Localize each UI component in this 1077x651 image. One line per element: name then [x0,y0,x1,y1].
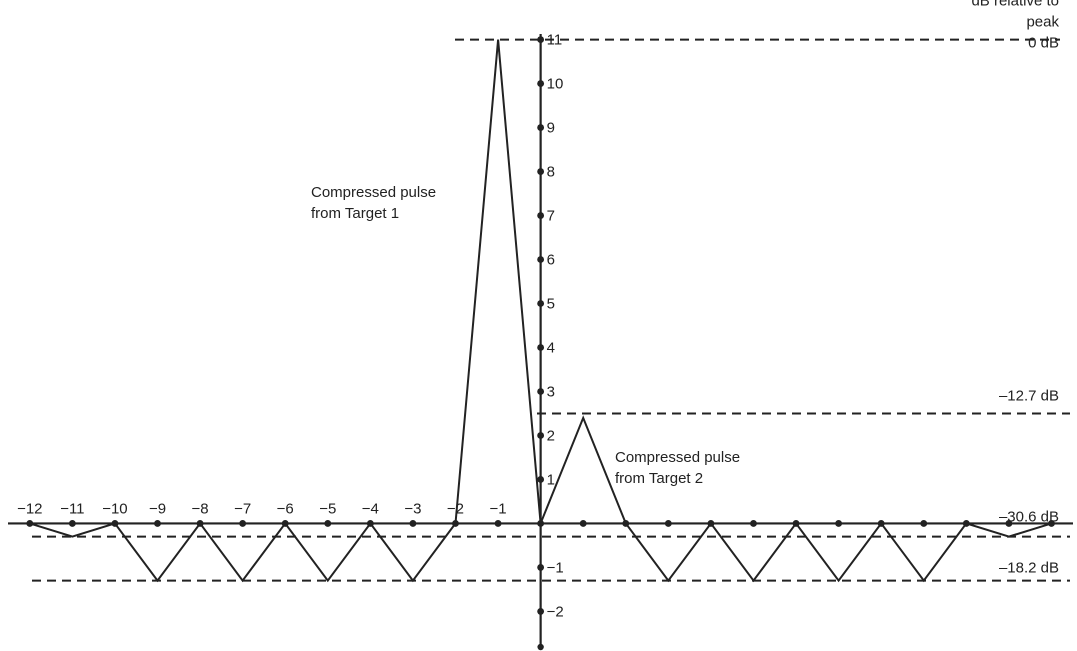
y-tick-label: 4 [547,339,555,356]
y-tick-label: −2 [547,603,564,620]
x-tick-label: −7 [234,500,251,517]
reference-lines [32,38,1070,582]
x-sample-dot [750,520,757,527]
x-tick-label: −3 [404,500,421,517]
x-sample-dot [239,520,247,527]
x-tick-labels: −12 −11 −10 −9 −8 −7 −6 −5 −4 −3 −2 −1 [17,500,507,517]
reference-label: –30.6 dB [999,509,1059,526]
y-tick-label: 6 [547,252,555,269]
x-sample-dot [409,520,417,527]
y-tick-dot [537,476,545,483]
x-sample-dot [494,520,502,527]
x-sample-dot [452,520,459,527]
y-tick-dot [537,124,545,131]
x-sample-dot [707,520,715,527]
y-tick-label: 10 [547,76,564,93]
annotation-label: from Target 1 [311,205,399,222]
x-sample-dot [920,520,928,527]
x-tick-label: −6 [277,500,294,517]
x-sample-dot [664,520,672,527]
x-sample-dot [1048,520,1055,527]
x-tick-label: −11 [60,500,84,517]
x-sample-dot [111,520,119,527]
x-tick-label: −12 [17,500,42,517]
x-sample-dot [792,520,800,527]
x-sample-dot [835,520,843,527]
reference-label: peak [1026,14,1059,31]
reference-label: –18.2 dB [999,560,1059,577]
y-tick-dot [537,80,545,87]
x-sample-dot [537,520,545,527]
y-tick-label: 1 [547,471,555,488]
x-sample-dot [196,520,204,527]
y-tick-dot [537,36,545,43]
x-tick-label: −9 [149,500,166,517]
y-tick-label: −1 [547,559,564,576]
reference-label: dB relative to [971,0,1059,10]
x-tick-label: −8 [192,500,209,517]
y-tick-dot [537,388,545,395]
x-sample-dot [962,520,970,527]
y-axis-end-dot [537,643,544,651]
x-sample-dot [154,520,161,527]
x-tick-label: −1 [490,500,507,517]
y-tick-dot [537,256,545,263]
y-tick-label: 11 [547,32,563,49]
x-sample-dot [366,520,374,527]
x-sample-dot [26,520,34,527]
y-tick-label: 5 [547,296,555,313]
annotation-label: Compressed pulse [311,184,436,201]
reference-label: –12.7 dB [999,387,1059,404]
x-tick-label: −2 [447,500,464,517]
x-tick-label: −10 [102,500,127,517]
x-sample-dot [622,520,630,527]
x-sample-dot [281,520,289,527]
x-sample-dot [877,520,885,527]
x-tick-label: −5 [319,500,336,517]
reference-labels: dB relative to peak 0 dB –12.7 dB –30.6 dB –1… [971,0,1059,577]
y-tick-dot [537,168,545,175]
reference-label: 0 dB [1028,35,1059,52]
y-tick-dot [537,432,545,439]
y-tick-dot [537,300,545,307]
y-tick-dot [537,608,545,615]
x-sample-dot [68,520,76,527]
y-tick-dot [537,344,545,351]
x-sample-dot [324,520,332,527]
x-sample-dot [579,520,587,527]
y-tick-dot [537,564,545,571]
y-tick-label: 3 [547,383,555,400]
y-tick-label: 2 [547,427,555,444]
y-tick-label: 8 [547,164,555,181]
x-tick-label: −4 [362,500,379,517]
y-tick-dot [537,212,545,219]
x-sample-dot [1005,520,1013,527]
annotation-label: Compressed pulse [615,449,740,466]
annotations: Compressed pulse from Target 1 Compressed … [311,184,740,487]
y-tick-label: 9 [547,120,555,137]
annotation-label: from Target 2 [615,470,703,487]
sample-points [26,36,1055,615]
y-tick-labels: 11 10 9 8 7 6 5 4 3 2 1 −1 −2 [547,32,564,621]
y-tick-label: 7 [547,208,555,225]
